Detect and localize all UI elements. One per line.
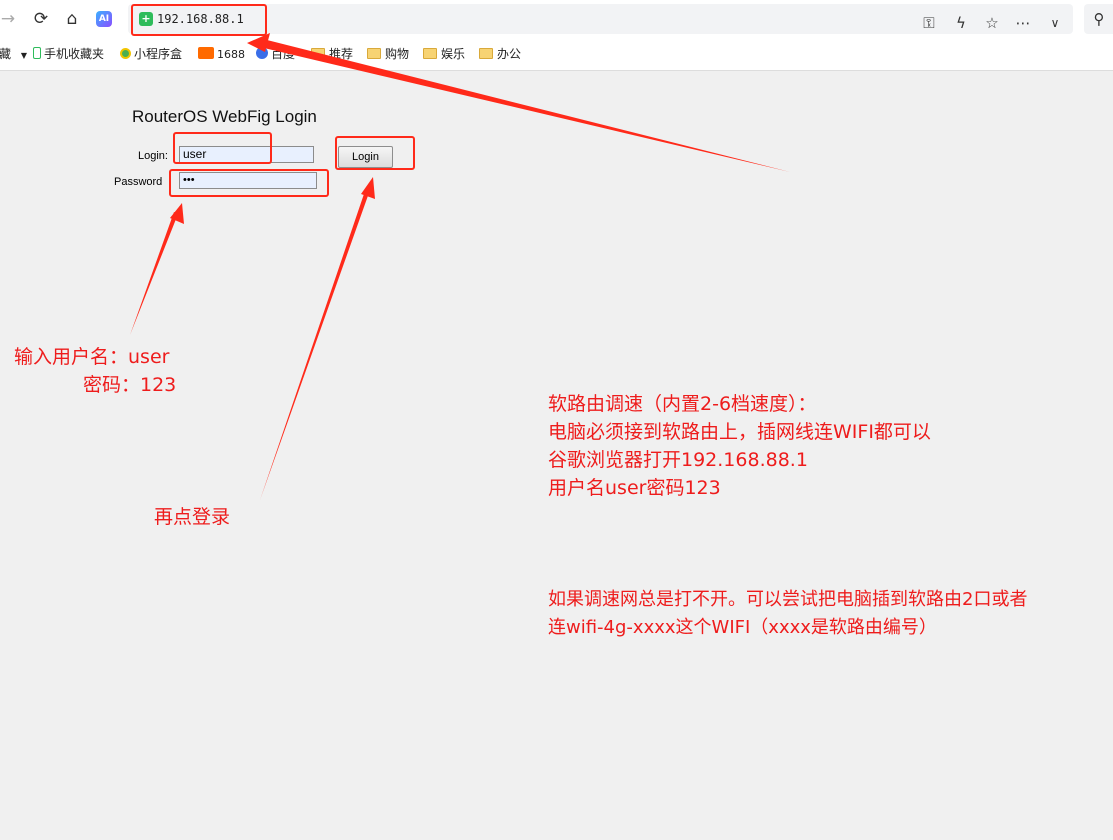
username-input[interactable]: user <box>179 146 314 163</box>
bookmark-label: 娱乐 <box>441 47 466 61</box>
search-icon[interactable]: ⚲ <box>1093 10 1105 28</box>
page-content <box>0 71 1113 840</box>
bookmark-label: 购物 <box>385 47 410 61</box>
arrow-to-password-head <box>170 203 184 224</box>
password-input[interactable]: ••• <box>179 172 317 189</box>
arrow-to-address <box>264 40 790 172</box>
star-icon[interactable]: ☆ <box>985 14 999 32</box>
1688-icon <box>198 47 214 59</box>
bookmark-folder-shopping[interactable]: 购物 <box>367 46 409 62</box>
phone-icon <box>33 47 41 59</box>
arrow-to-login-button <box>260 188 370 500</box>
folder-icon <box>423 48 437 59</box>
bookmark-folder-office[interactable]: 办公 <box>479 46 521 62</box>
key-icon[interactable]: ⚿ <box>923 14 935 32</box>
url-text[interactable]: 192.168.88.1 <box>157 12 244 26</box>
arrow-to-password <box>130 212 178 335</box>
search-button[interactable]: ⚲ <box>1084 4 1113 34</box>
arrow-to-address-head <box>247 33 270 52</box>
bookmark-1688[interactable]: 1688 <box>198 46 245 62</box>
reload-icon[interactable]: ⟳ <box>33 9 49 29</box>
chevron-down-icon[interactable]: ∨ <box>1050 16 1060 30</box>
bookmark-label: 小程序盒 <box>134 47 183 61</box>
secure-shield-icon[interactable]: + <box>139 12 153 26</box>
username-highlight-box <box>173 132 272 164</box>
bookmark-label: 藏 <box>0 47 12 61</box>
login-button[interactable]: Login <box>338 146 393 168</box>
ai-icon[interactable]: AI <box>96 11 112 27</box>
folder-icon <box>479 48 493 59</box>
forward-icon[interactable]: → <box>0 9 16 29</box>
bookmark-label: 办公 <box>497 47 522 61</box>
login-title: RouterOS WebFig Login <box>132 107 317 126</box>
troubleshoot-line: 如果调速网总是打不开。可以尝试把电脑插到软路由2口或者 <box>548 589 1028 610</box>
instructions-line: 软路由调速（内置2-6档速度）： <box>548 393 817 415</box>
troubleshoot-line: 连wifi-4g-xxxx这个WIFI（xxxx是软路由编号） <box>548 617 937 638</box>
bookmark-favorites[interactable]: 藏 ▼ <box>0 46 27 62</box>
password-label: Password <box>114 176 163 188</box>
credentials-note-line1: 输入用户名：user <box>14 346 170 368</box>
click-login-note: 再点登录 <box>154 506 231 528</box>
login-label: Login: <box>138 150 168 162</box>
arrow-to-login-button-head <box>361 177 375 199</box>
address-highlight-box <box>131 4 267 36</box>
browser-toolbar: → ⟳ ⌂ AI + 192.168.88.1 ⚿ ϟ ☆ ⋯ ∨ ⚲ <box>0 0 1113 38</box>
dropdown-arrow-icon[interactable]: ▼ <box>20 51 27 60</box>
password-highlight-box <box>169 169 329 197</box>
instructions-line: 用户名user密码123 <box>548 477 721 499</box>
bookmark-mobile-favorites[interactable]: 手机收藏夹 <box>33 46 104 62</box>
instructions-line: 谷歌浏览器打开192.168.88.1 <box>548 449 808 471</box>
address-bar[interactable]: + 192.168.88.1 ⚿ ϟ ☆ ⋯ ∨ <box>128 4 1073 34</box>
bookmark-mini-program[interactable]: 小程序盒 <box>120 46 182 62</box>
folder-icon <box>367 48 381 59</box>
login-button-highlight-box <box>335 136 415 170</box>
more-icon[interactable]: ⋯ <box>1015 14 1031 32</box>
bookmark-label: 手机收藏夹 <box>44 47 105 61</box>
bolt-icon[interactable]: ϟ <box>956 14 966 32</box>
mini-program-icon <box>120 48 131 59</box>
instructions-line: 电脑必须接到软路由上，插网线连WIFI都可以 <box>548 421 931 443</box>
bookmark-label: 1688 <box>217 48 245 61</box>
credentials-note-line2: 密码：123 <box>83 374 177 396</box>
bookmark-folder-entertainment[interactable]: 娱乐 <box>423 46 465 62</box>
home-icon[interactable]: ⌂ <box>66 9 78 29</box>
